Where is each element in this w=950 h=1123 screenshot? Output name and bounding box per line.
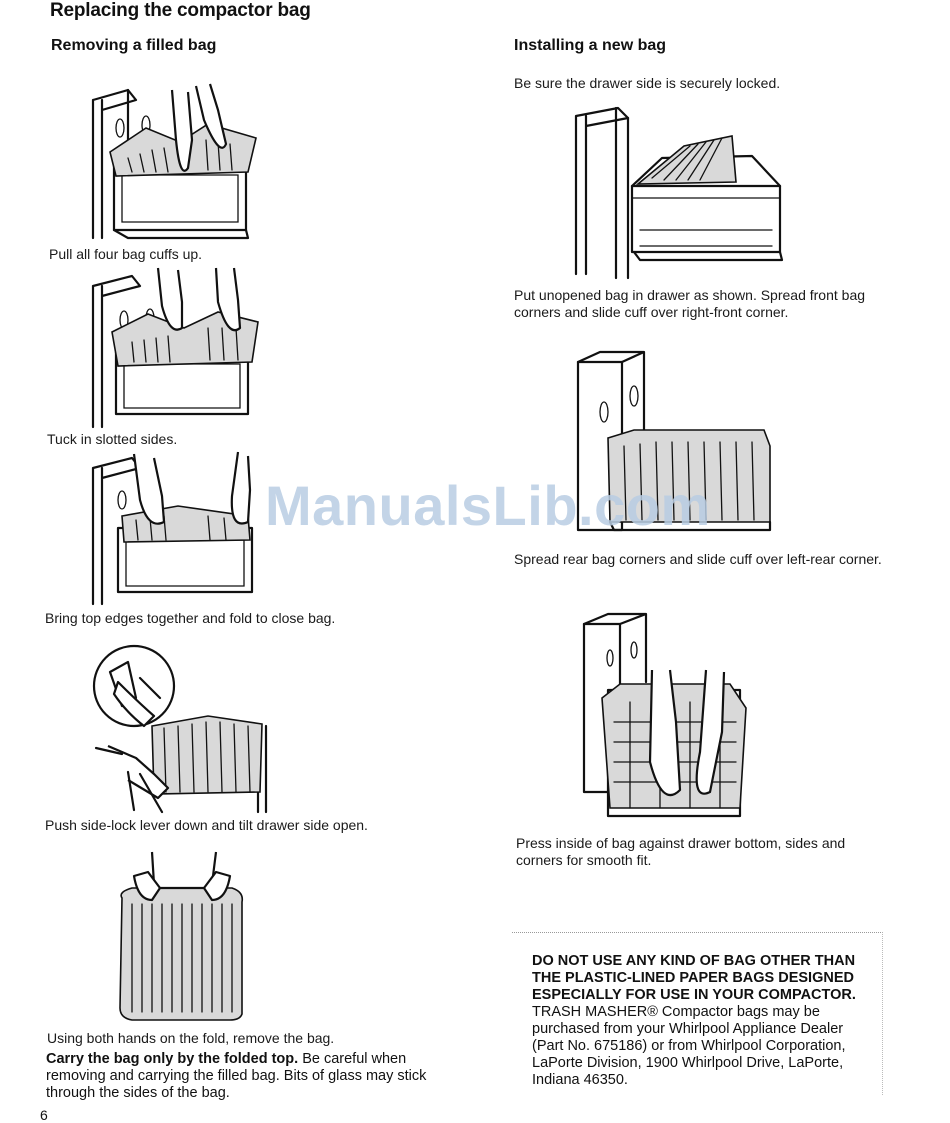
- carry-warning: Carry the bag only by the folded top. Be…: [46, 1051, 436, 1102]
- caption-pull-cuffs: Pull all four bag cuffs up.: [49, 246, 203, 262]
- carry-warning-bold: Carry the bag only by the folded top.: [46, 1051, 299, 1067]
- section-heading-installing: Installing a new bag: [514, 37, 667, 54]
- bag-notice-box: DO NOT USE ANY KIND OF BAG OTHER THAN TH…: [512, 932, 883, 1095]
- bag-notice-bold: DO NOT USE ANY KIND OF BAG OTHER THAN TH…: [532, 953, 856, 1003]
- page-number: 6: [40, 1107, 48, 1123]
- caption-tuck-sides: Tuck in slotted sides.: [47, 431, 178, 447]
- caption-side-lock: Push side-lock lever down and tilt drawe…: [45, 817, 368, 833]
- bag-notice-text: TRASH MASHER® Compactor bags may be purc…: [532, 1004, 846, 1088]
- watermark: ManualsLib.com: [265, 474, 711, 537]
- installing-intro: Be sure the drawer side is securely lock…: [514, 75, 781, 91]
- illustration-rear-corners: [574, 350, 780, 534]
- illustration-remove-bag: [112, 848, 252, 1024]
- bag-notice: DO NOT USE ANY KIND OF BAG OTHER THAN TH…: [532, 953, 877, 1089]
- illustration-press-bag: [580, 612, 750, 826]
- illustration-pull-cuffs: [88, 80, 268, 242]
- caption-fold-bag: Bring top edges together and fold to clo…: [45, 610, 336, 626]
- page-title: Replacing the compactor bag: [50, 0, 311, 21]
- carry-warning-text: Be careful when removing and carrying th…: [46, 1051, 427, 1101]
- section-heading-removing: Removing a filled bag: [51, 37, 217, 54]
- illustration-side-lock: [88, 642, 278, 814]
- illustration-unopened-bag: [572, 106, 788, 282]
- caption-press-bag: Press inside of bag against drawer botto…: [516, 835, 846, 868]
- illustration-fold-bag: [88, 450, 268, 608]
- caption-rear-corners: Spread rear bag corners and slide cuff o…: [514, 551, 882, 567]
- illustration-tuck-sides: [88, 262, 268, 432]
- caption-unopened-bag: Put unopened bag in drawer as shown. Spr…: [514, 287, 866, 320]
- caption-remove-bag: Using both hands on the fold, remove the…: [47, 1030, 335, 1046]
